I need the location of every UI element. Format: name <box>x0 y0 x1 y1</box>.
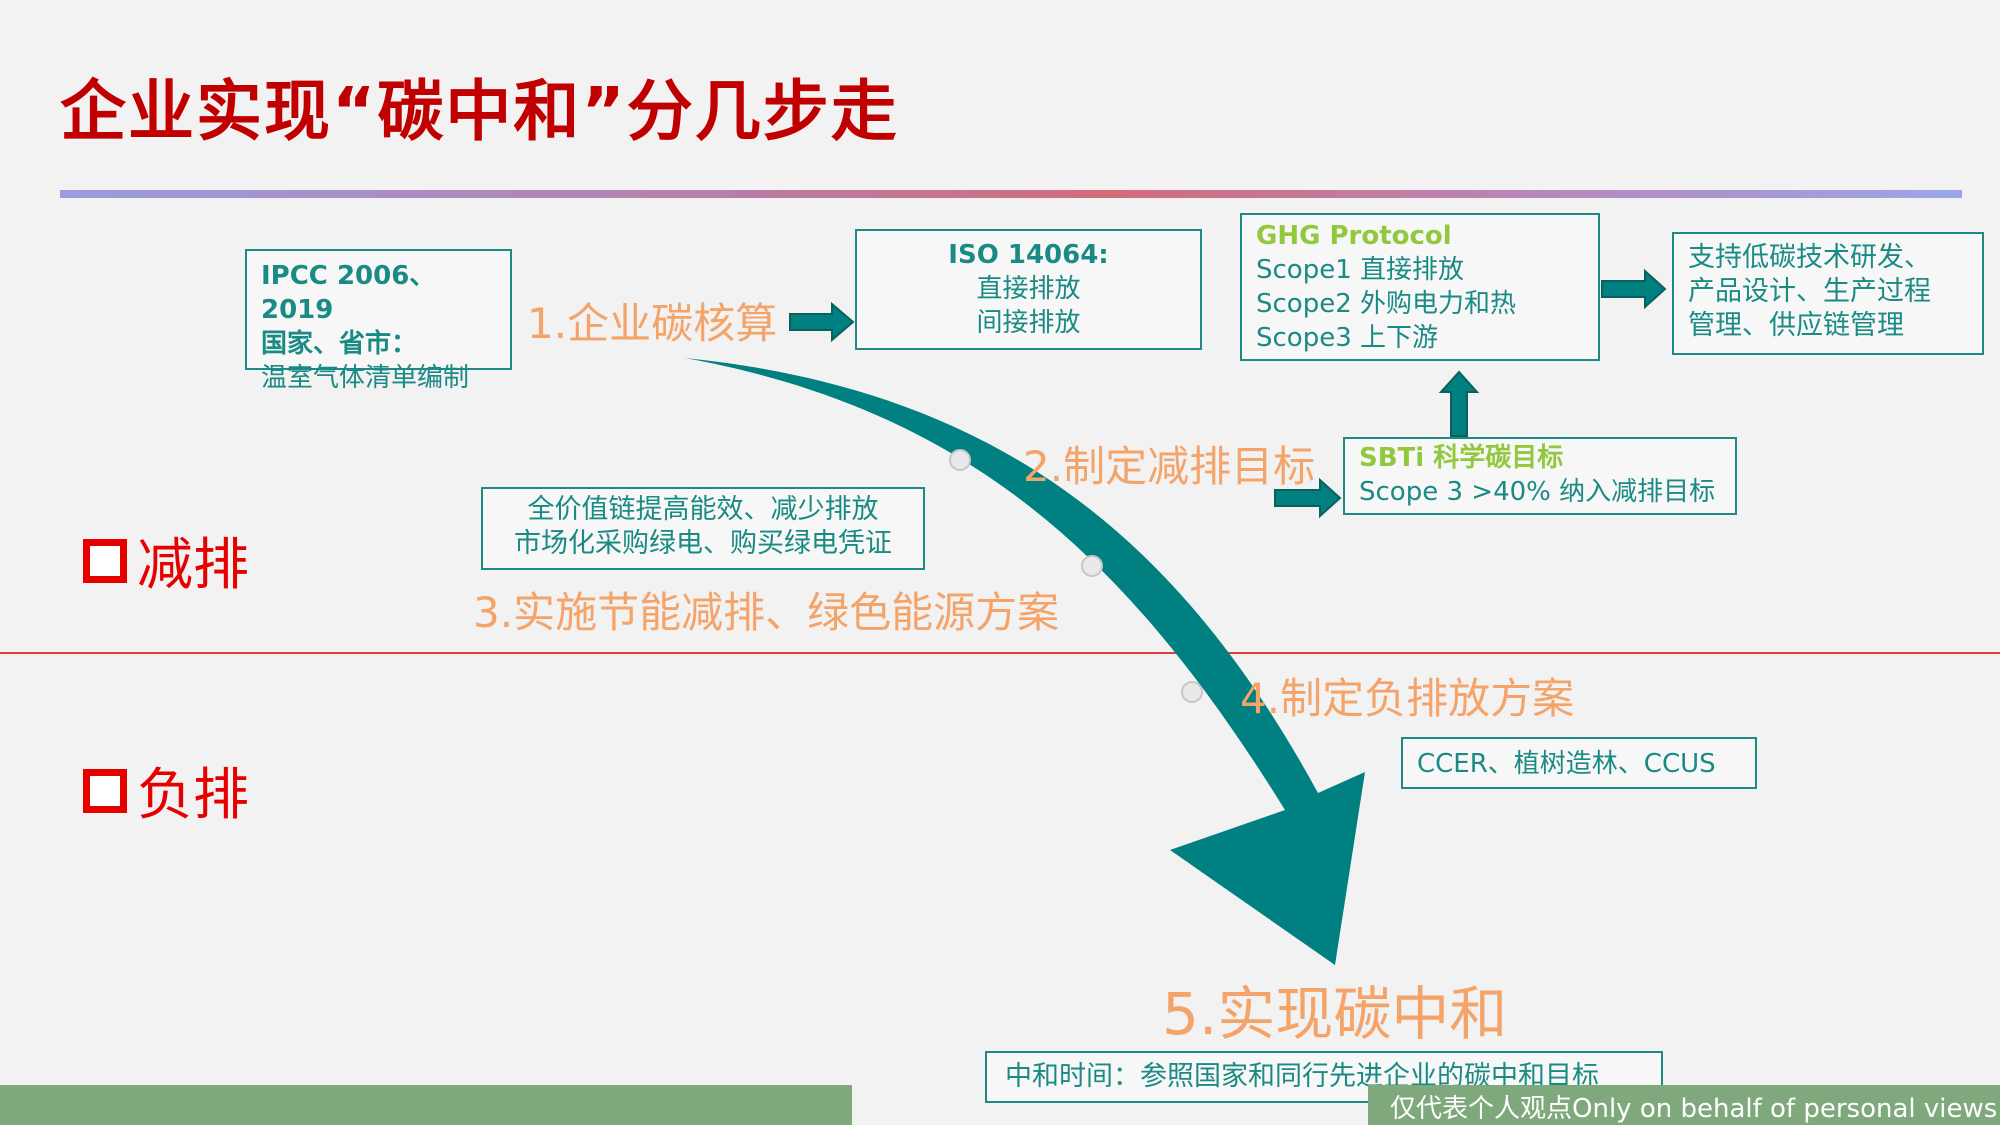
checkbox-square-icon <box>83 538 127 583</box>
ccer-line1: CCER、植树造林、CCUS <box>1417 749 1716 779</box>
negative-text: 负排 <box>137 763 249 828</box>
milestone-dot-3 <box>1181 681 1203 703</box>
iso-line3: 间接排放 <box>976 308 1081 338</box>
ghg-line4: Scope3 上下游 <box>1256 323 1439 353</box>
page-title: 企业实现“碳中和”分几步走 <box>60 73 899 150</box>
ipcc-line3: 温室气体清单编制 <box>261 363 470 393</box>
value-line1: 全价值链提高能效、减少排放 <box>527 494 879 525</box>
iso-box: ISO 14064: 直接排放 间接排放 <box>855 229 1202 350</box>
ghg-line3: Scope2 外购电力和热 <box>1256 289 1517 319</box>
title-underline <box>60 190 1962 198</box>
iso-line1: ISO 14064: <box>948 240 1109 270</box>
arrow-right-icon <box>1274 477 1342 519</box>
ghg-line2: Scope1 直接排放 <box>1256 255 1465 285</box>
arrow-right-icon <box>789 301 855 343</box>
support-line3: 管理、供应链管理 <box>1688 310 1904 341</box>
step-3-label: 3.实施节能减排、绿色能源方案 <box>473 588 1060 637</box>
sbti-line2: Scope 3 >40% 纳入减排目标 <box>1359 477 1716 507</box>
footer-disclaimer: 仅代表个人观点Only on behalf of personal views <box>1390 1094 1998 1124</box>
footer-bar-right <box>1368 1085 2000 1125</box>
arrow-up-icon <box>1438 370 1480 437</box>
section-divider <box>0 652 2000 654</box>
sbti-line1: SBTi 科学碳目标 <box>1359 443 1564 473</box>
value-chain-box: 全价值链提高能效、减少排放 市场化采购绿电、购买绿电凭证 <box>481 487 925 570</box>
ipcc-line2: 国家、省市： <box>261 329 418 359</box>
step-1-label: 1.企业碳核算 <box>527 299 778 348</box>
ccer-box: CCER、植树造林、CCUS <box>1401 737 1757 789</box>
support-box: 支持低碳技术研发、 产品设计、生产过程 管理、供应链管理 <box>1672 232 1984 355</box>
reduce-text: 减排 <box>137 533 249 598</box>
step-4-label: 4.制定负排放方案 <box>1240 674 1575 723</box>
ipcc-line1: IPCC 2006、2019 <box>261 261 436 325</box>
footer-bar-left <box>0 1085 852 1125</box>
iso-line2: 直接排放 <box>976 274 1081 304</box>
milestone-dot-1 <box>949 449 971 471</box>
negative-label: 负排 <box>83 750 249 831</box>
sbti-box: SBTi 科学碳目标 Scope 3 >40% 纳入减排目标 <box>1343 437 1737 515</box>
checkbox-square-icon <box>83 768 127 813</box>
ghg-line1: GHG Protocol <box>1256 221 1452 251</box>
support-line1: 支持低碳技术研发、 <box>1688 242 1931 273</box>
ipcc-box: IPCC 2006、2019 国家、省市： 温室气体清单编制 <box>245 249 512 393</box>
curved-arrow-icon <box>685 358 1365 965</box>
milestone-dot-2 <box>1081 555 1103 577</box>
step-2-label: 2.制定减排目标 <box>1023 442 1316 491</box>
support-line2: 产品设计、生产过程 <box>1688 276 1931 307</box>
reduce-label: 减排 <box>83 520 249 601</box>
value-line2: 市场化采购绿电、购买绿电凭证 <box>514 528 892 559</box>
step-5-label: 5.实现碳中和 <box>1162 980 1508 1048</box>
ghg-box: GHG Protocol Scope1 直接排放 Scope2 外购电力和热 S… <box>1240 213 1600 361</box>
arrow-right-icon <box>1601 268 1667 310</box>
